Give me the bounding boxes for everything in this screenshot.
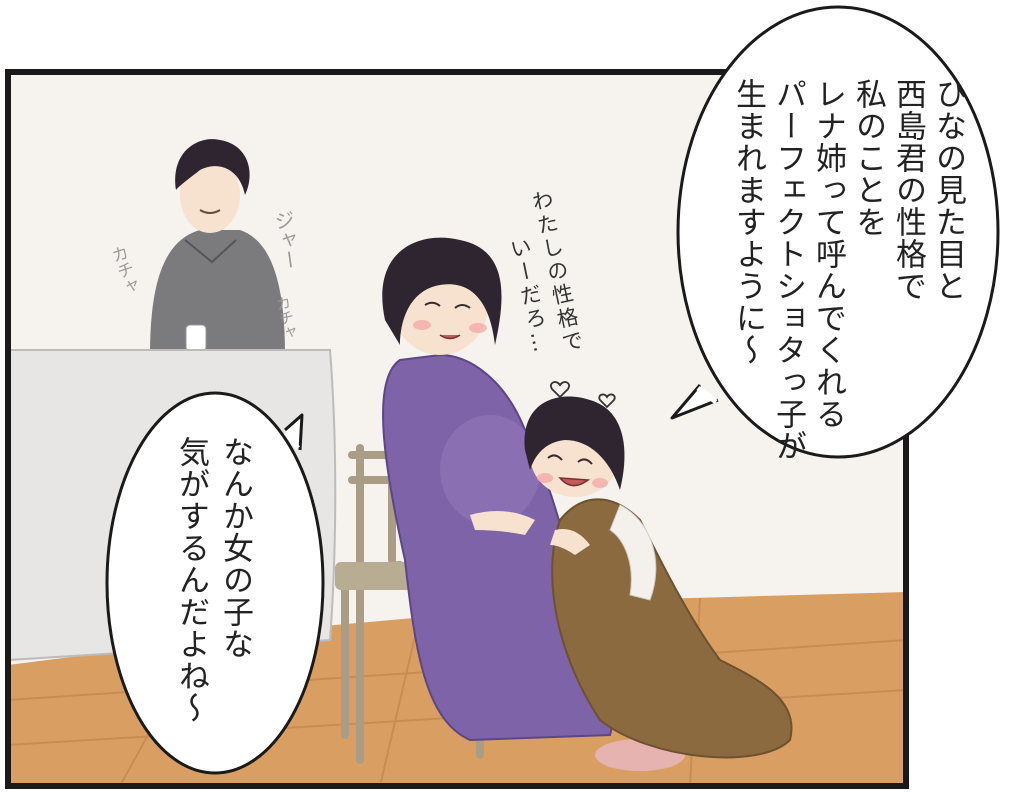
speech-line: レナ姉って呼んでくれる	[810, 78, 846, 430]
speech-bubble-right	[670, 5, 1000, 459]
speech-line: パーフェクトショタっ子が	[770, 78, 806, 462]
speech-bubble-left	[105, 391, 325, 775]
speech-line: なんか女の子な	[217, 436, 253, 660]
speech-line: 西島君の性格で	[890, 78, 926, 302]
heart-icons	[550, 381, 616, 409]
speech-line: 私のことを	[850, 78, 886, 238]
man-character	[150, 139, 285, 355]
speech-line: 気がするんだよね～	[173, 436, 209, 724]
speech-line: 生まれますように～	[730, 78, 766, 366]
speech-line: ひなの見た目と	[930, 78, 966, 302]
kneeling-woman-character	[524, 396, 793, 759]
speech-text-left: なんか女の子な 気がするんだよね～	[169, 436, 257, 724]
speech-text-right: ひなの見た目と 西島君の性格で 私のことを レナ姉って呼んでくれる パーフェクト…	[728, 78, 968, 462]
